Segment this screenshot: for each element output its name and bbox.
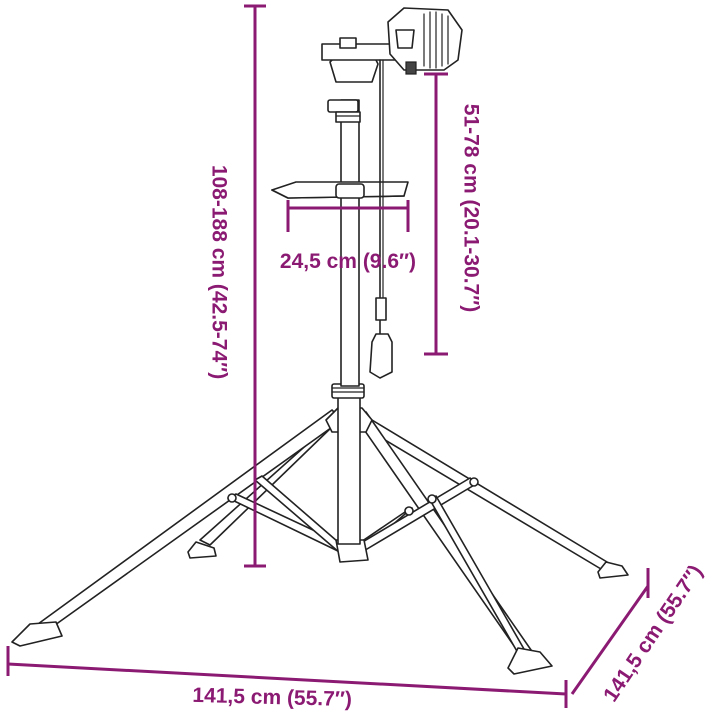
foot-front-right	[507, 647, 553, 675]
outer-tube	[337, 387, 361, 545]
bolt-icon	[404, 506, 414, 516]
cable-lock	[375, 297, 387, 321]
tripod-legs	[11, 409, 629, 675]
clamp-height-label: 51-78 cm (20.1-30.7″)	[459, 104, 482, 313]
foot-back-right	[597, 561, 629, 579]
mast-assembly	[325, 99, 373, 563]
base-width-dimension-line	[7, 662, 567, 696]
base-width-label: 141,5 cm (55.7″)	[192, 684, 352, 711]
bolt-icon	[227, 493, 237, 503]
bolt-icon	[427, 494, 437, 504]
jaw-knob	[405, 61, 417, 75]
jaw-body	[387, 7, 463, 71]
tool-tray	[271, 181, 409, 199]
jaw-lever	[395, 29, 415, 49]
bolt-icon	[469, 477, 479, 487]
clamp-head	[321, 7, 463, 379]
leg-back-right	[359, 414, 613, 573]
inner-tube	[340, 99, 360, 387]
total-height-label: 108-188 cm (42.5-74″)	[207, 165, 230, 379]
foot-back-left	[187, 541, 217, 559]
dimension-lines	[6, 4, 650, 708]
leg-front-left	[37, 409, 343, 631]
upper-collar	[327, 99, 359, 113]
clamp-jaws	[387, 7, 463, 75]
brace-right-3	[429, 495, 529, 661]
tray-clamp	[335, 183, 365, 199]
foot-front-left	[11, 621, 63, 647]
hanger-loop	[369, 333, 393, 379]
base-depth-dimension-line	[570, 585, 650, 695]
tray-width-label: 24,5 cm (9.6″)	[280, 250, 416, 273]
